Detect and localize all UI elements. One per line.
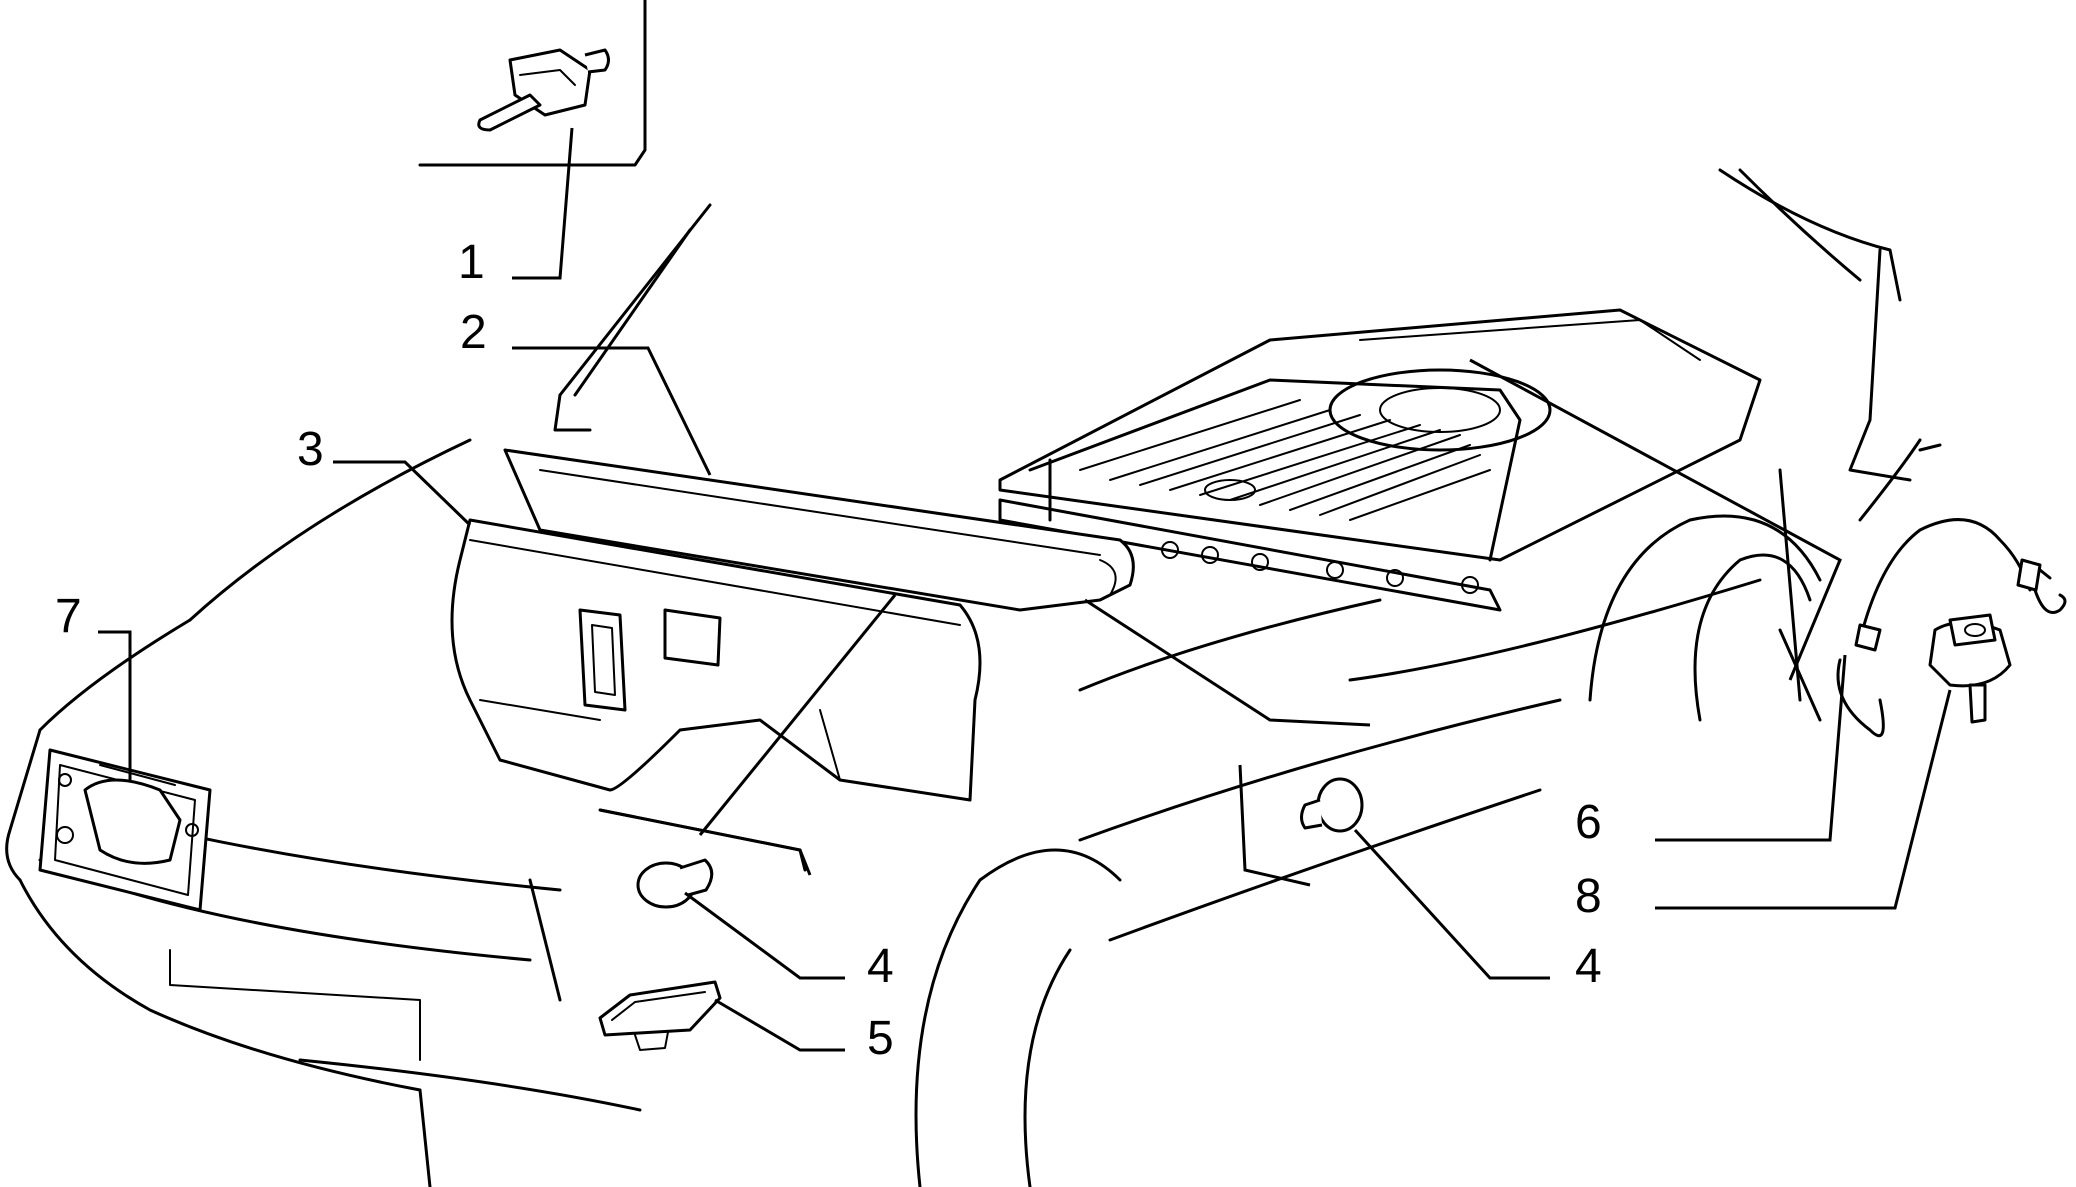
leader-4-left-up	[698, 594, 897, 836]
floor-pan	[998, 308, 1762, 612]
callout-1: 1	[458, 236, 485, 289]
leader-4-left	[684, 891, 845, 980]
leader-plug-right-down	[1238, 764, 1311, 887]
callout-labels: 1 2 3 7 4 5 4 6 8	[55, 236, 1602, 1065]
leader-5	[714, 998, 845, 1052]
callout-7: 7	[55, 590, 82, 643]
callout-6: 6	[1575, 796, 1602, 849]
leader-2	[512, 346, 712, 476]
leader-8	[1655, 689, 1952, 910]
leader-1	[512, 127, 574, 280]
leader-4-right	[1353, 828, 1550, 980]
leader-3	[333, 460, 472, 527]
part-2-panel	[503, 448, 1135, 612]
leader-6-up	[1469, 358, 1842, 681]
part-7-lamp	[38, 748, 212, 912]
callout-4-right: 4	[1575, 940, 1602, 993]
part-1-switch	[477, 48, 610, 132]
callout-4-left: 4	[867, 940, 894, 993]
leader-part3-left	[599, 808, 812, 876]
callout-8: 8	[1575, 870, 1602, 923]
part-4-left-plug	[636, 858, 714, 909]
callout-3: 3	[297, 423, 324, 476]
part-8-switch	[1928, 613, 2012, 724]
leader-6	[1655, 654, 1847, 842]
callout-2: 2	[460, 306, 487, 359]
part-4-right-plug	[1300, 777, 1364, 833]
leader-plug-right-up	[1084, 598, 1371, 727]
leader-7	[98, 630, 132, 780]
part-3-panel	[450, 518, 982, 802]
leader-lines	[98, 127, 1952, 1052]
part-5-cover	[598, 980, 722, 1051]
part-1-box	[418, 0, 647, 167]
part-6-cable	[1836, 518, 2067, 738]
callout-5: 5	[867, 1012, 894, 1065]
